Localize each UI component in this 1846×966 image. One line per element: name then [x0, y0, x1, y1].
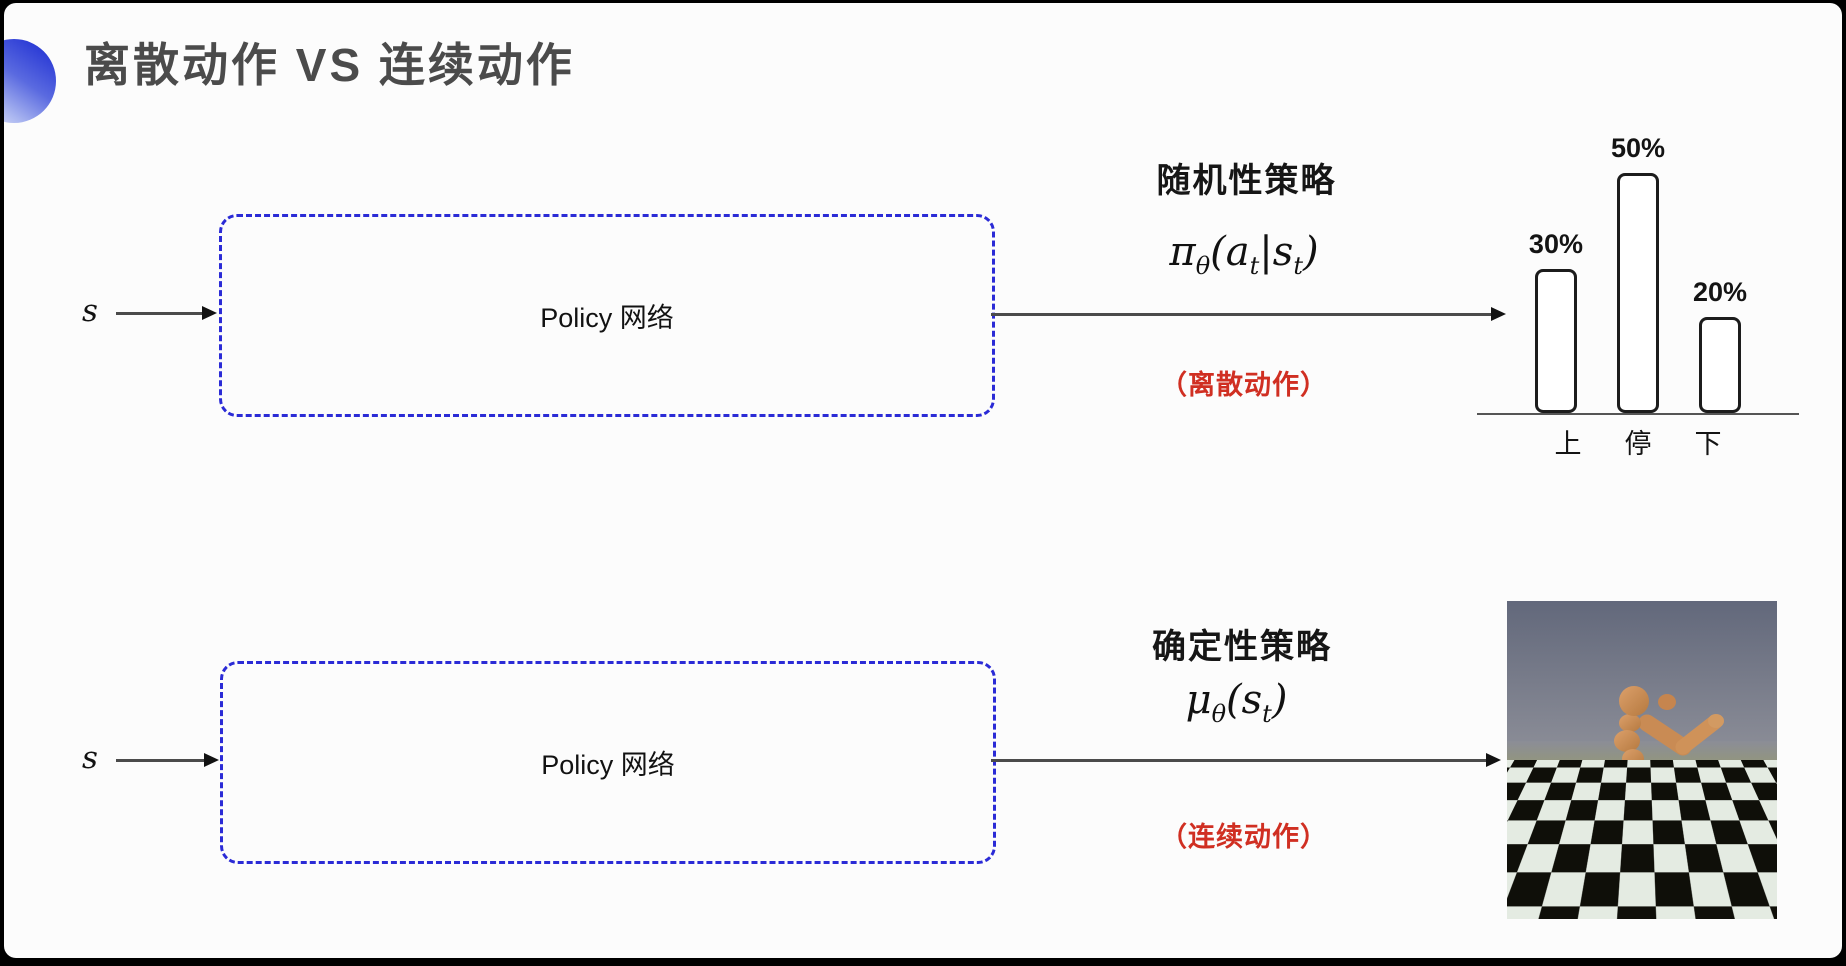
deterministic-policy-title: 确定性策略	[1152, 628, 1332, 666]
humanoid-simulation-image	[1507, 601, 1777, 919]
humanoid-figure	[1562, 686, 1724, 917]
formula-paren: )	[1302, 229, 1319, 275]
bar-column: 50%	[1611, 133, 1665, 413]
bar-down	[1699, 317, 1742, 413]
deterministic-policy-formula: μθ(st)	[1134, 677, 1339, 728]
bars: 30% 50% 20%	[1477, 133, 1799, 413]
slide: 离散动作 VS 连续动作 s Policy 网络 随机性策略 πθ(at|st)…	[4, 3, 1842, 958]
bar-value-label: 30%	[1528, 229, 1583, 259]
input-arrow-bottom	[116, 753, 219, 768]
formula-separator: |	[1259, 229, 1273, 275]
policy-network-label-top: Policy 网络	[540, 303, 674, 333]
formula-arg: s	[1272, 229, 1294, 275]
input-arrow-top	[116, 306, 217, 321]
state-input-label-top: s	[82, 293, 98, 329]
formula-subscript: t	[1293, 252, 1303, 280]
output-arrow-top	[991, 307, 1506, 322]
action-probability-bar-chart: 30% 50% 20% 上 停 下	[1477, 107, 1799, 463]
category-label-stop: 停	[1624, 429, 1652, 459]
discrete-action-note: （离散动作）	[1160, 370, 1328, 400]
arrow-shaft	[991, 313, 1493, 316]
formula-paren: )	[1271, 677, 1288, 723]
chart-categories: 上 停 下	[1477, 422, 1799, 461]
stochastic-policy-title: 随机性策略	[1156, 162, 1337, 200]
state-input-label-bottom: s	[82, 740, 98, 776]
category-label-down: 下	[1694, 429, 1722, 459]
formula-subscript: θ	[1195, 252, 1211, 280]
bar-column: 20%	[1693, 277, 1747, 413]
arrow-shaft	[991, 759, 1488, 762]
formula-subscript: t	[1262, 700, 1272, 728]
formula-symbol: π	[1169, 229, 1196, 275]
arrow-head	[204, 753, 219, 767]
arrow-shaft	[116, 759, 206, 762]
bar-value-label: 50%	[1610, 133, 1666, 163]
policy-network-box-bottom: Policy 网络	[220, 661, 996, 864]
arrow-head	[202, 306, 217, 320]
policy-network-box-top: Policy 网络	[219, 214, 995, 417]
category-label-up: 上	[1554, 429, 1582, 459]
formula-paren: (	[1210, 229, 1226, 275]
stochastic-policy-formula: πθ(at|st)	[1134, 229, 1354, 280]
bar-up	[1534, 269, 1577, 413]
formula-paren: (	[1226, 677, 1242, 723]
title-bullet-decoration	[4, 39, 56, 123]
bar-value-label: 20%	[1693, 277, 1748, 307]
arrow-shaft	[116, 312, 204, 315]
bar-column: 30%	[1529, 229, 1583, 413]
formula-subscript: t	[1249, 252, 1260, 280]
output-arrow-bottom	[991, 753, 1501, 768]
page-title: 离散动作 VS 连续动作	[84, 39, 575, 91]
formula-subscript: θ	[1211, 700, 1227, 728]
bar-stop	[1616, 173, 1659, 413]
formula-arg: a	[1225, 229, 1250, 275]
policy-network-label-bottom: Policy 网络	[541, 750, 675, 780]
continuous-action-note: （连续动作）	[1160, 822, 1328, 852]
formula-symbol: μ	[1185, 677, 1212, 723]
arrow-head	[1491, 307, 1506, 321]
chart-baseline	[1477, 413, 1799, 415]
formula-arg: s	[1241, 677, 1263, 723]
arrow-head	[1486, 753, 1501, 767]
